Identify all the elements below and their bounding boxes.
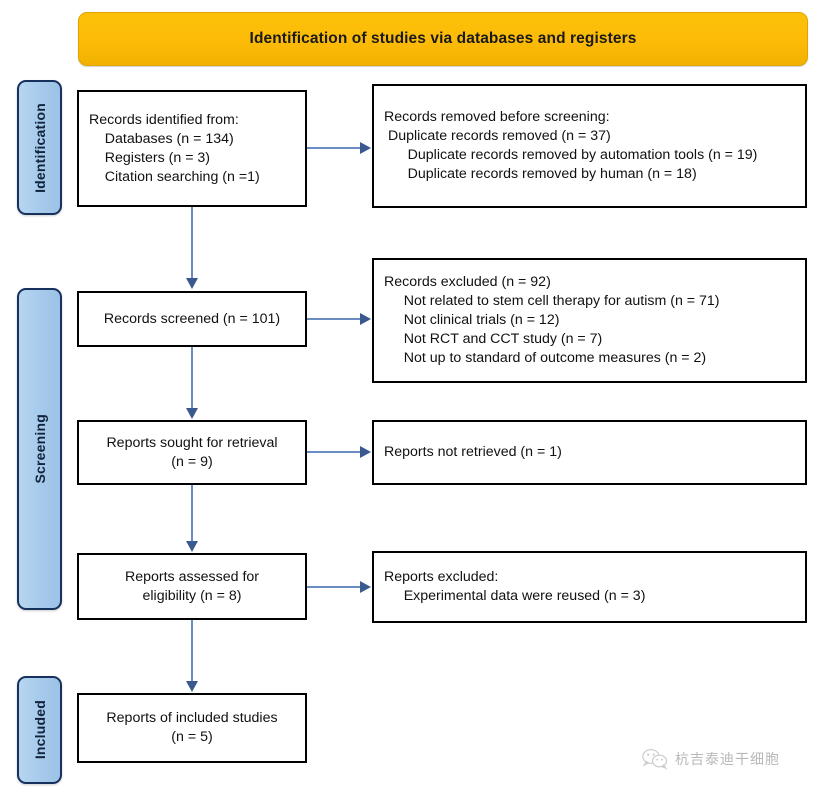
phase-label-included: Included: [31, 700, 48, 760]
box-line: Duplicate records removed by automation …: [384, 147, 758, 163]
phase-label-identification: Identification: [31, 102, 48, 193]
reports-assessed-box: Reports assessed for eligibility (n = 8): [77, 553, 307, 620]
box-line: Duplicate records removed by human (n = …: [384, 166, 697, 182]
box-line: Registers (n = 3): [89, 149, 211, 166]
connector-assessed-to-excluded: [307, 586, 361, 588]
arrowhead-sought-to-not-retrieved: [360, 446, 371, 458]
box-line: Not related to stem cell therapy for aut…: [384, 293, 720, 309]
arrowhead-screened-to-excluded: [360, 313, 371, 325]
arrowhead-identified-to-removed: [360, 142, 371, 154]
connector-sought-to-not-retrieved: [307, 451, 361, 453]
phase-bar-screening: Screening: [17, 288, 62, 610]
banner-title: Identification of studies via databases …: [249, 30, 637, 47]
box-line: Records screened (n = 101): [103, 310, 281, 327]
wechat-icon: [642, 749, 668, 770]
arrowhead-sought-to-assessed: [186, 541, 198, 552]
box-line: Records excluded (n = 92): [384, 274, 551, 290]
box-line: Not clinical trials (n = 12): [384, 312, 560, 328]
box-line: Reports sought for retrieval: [106, 434, 278, 451]
box-line: Not RCT and CCT study (n = 7): [384, 331, 603, 347]
phase-bar-identification: Identification: [17, 80, 62, 215]
records-excluded-box: Records excluded (n = 92) Not related to…: [372, 258, 807, 383]
arrowhead-identified-to-screened: [186, 278, 198, 289]
reports-excluded-box: Reports excluded: Experimental data were…: [372, 551, 807, 623]
watermark-text: 杭吉泰迪干细胞: [675, 752, 780, 768]
box-line: Experimental data were reused (n = 3): [384, 588, 646, 604]
box-line: Records removed before screening:: [384, 109, 610, 125]
connector-identified-to-screened: [191, 207, 193, 279]
box-line: Not up to standard of outcome measures (…: [384, 350, 707, 366]
box-line: Reports not retrieved (n = 1): [384, 444, 562, 460]
box-line: Reports assessed for: [124, 568, 260, 585]
reports-sought-box: Reports sought for retrieval (n = 9): [77, 420, 307, 485]
connector-assessed-to-included: [191, 620, 193, 681]
records-identified-box: Records identified from: Databases (n = …: [77, 90, 307, 207]
connector-screened-to-sought: [191, 347, 193, 409]
phase-label-screening: Screening: [31, 414, 48, 484]
diagram-header-banner: Identification of studies via databases …: [78, 12, 808, 66]
arrowhead-assessed-to-excluded: [360, 581, 371, 593]
records-removed-box: Records removed before screening: Duplic…: [372, 84, 807, 208]
box-line: (n = 9): [171, 453, 213, 470]
records-screened-box: Records screened (n = 101): [77, 291, 307, 347]
connector-sought-to-assessed: [191, 485, 193, 541]
box-line: Duplicate records removed (n = 37): [384, 128, 611, 144]
connector-screened-to-excluded: [307, 318, 361, 320]
reports-not-retrieved-box: Reports not retrieved (n = 1): [372, 420, 807, 485]
arrowhead-screened-to-sought: [186, 408, 198, 419]
box-line: eligibility (n = 8): [142, 587, 242, 604]
arrowhead-assessed-to-included: [186, 681, 198, 692]
connector-identified-to-removed: [307, 147, 361, 149]
box-line: Citation searching (n =1): [89, 168, 260, 185]
box-line: Records identified from:: [89, 111, 239, 128]
box-line: (n = 5): [171, 729, 213, 745]
box-line: Databases (n = 134): [89, 130, 234, 147]
box-line: Reports of included studies: [106, 710, 278, 726]
reports-included-box: Reports of included studies (n = 5): [77, 693, 307, 763]
phase-bar-included: Included: [17, 676, 62, 784]
watermark: 杭吉泰迪干细胞: [642, 748, 780, 770]
box-line: Reports excluded:: [384, 569, 499, 585]
